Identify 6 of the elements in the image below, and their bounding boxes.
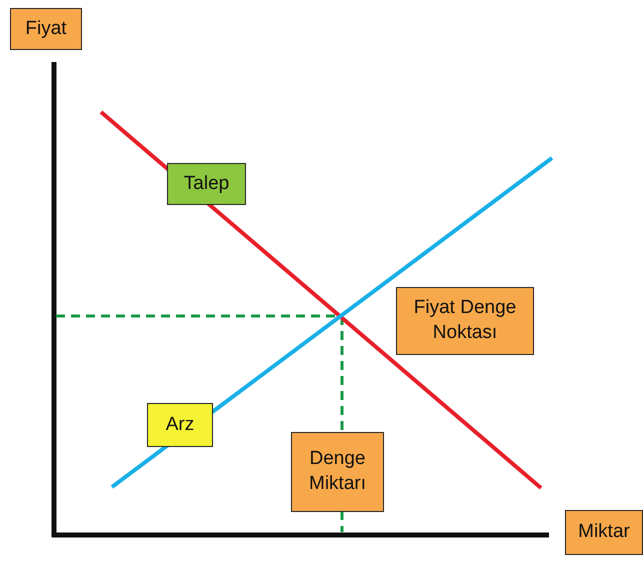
- axis-label: Miktar: [565, 510, 643, 555]
- axis-label: Fiyat: [10, 8, 82, 50]
- equilibrium-label: Fiyat Denge Noktası: [396, 287, 534, 355]
- curve-label: Talep: [167, 163, 246, 205]
- equilibrium-label: Denge Miktarı: [291, 432, 384, 512]
- curve-label: Arz: [147, 403, 213, 447]
